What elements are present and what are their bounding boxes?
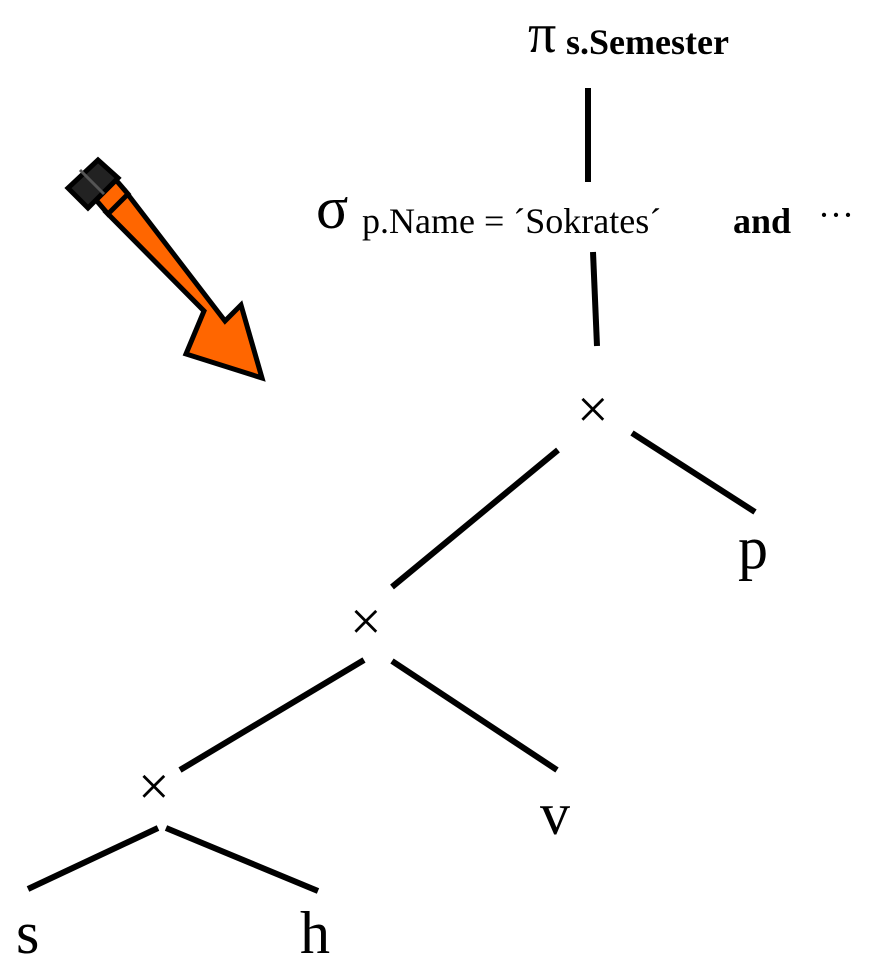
cross-product-node-top: × [577,379,609,441]
selection-ellipsis: ··· [818,195,854,235]
edge-join1-join2 [390,447,560,590]
selection-condition: p.Name = ´Sokrates´ [362,201,661,241]
projection-attribute: s.Semester [566,22,729,62]
selection-symbol: σ [316,175,348,241]
relation-s: s [16,900,39,959]
edge-join3-h [164,825,320,894]
cross-product-node-middle: × [350,591,382,653]
selection-node: σ p.Name = ´Sokrates´ and ··· [316,175,854,241]
edge-join3-s [26,825,160,892]
projection-node: π s.Semester [528,3,729,65]
selection-connector: and [733,201,791,241]
relation-v: v [540,781,570,847]
edge-selection-join1 [590,251,600,347]
edge-join2-join3 [178,657,366,773]
edge-join1-p [630,430,757,515]
cross-product-node-bottom: × [138,756,170,818]
relation-h: h [300,900,330,959]
projection-symbol: π [528,3,556,65]
edge-join2-v [390,658,559,773]
relation-p: p [738,515,768,581]
pencil-arrow-icon [64,156,266,382]
